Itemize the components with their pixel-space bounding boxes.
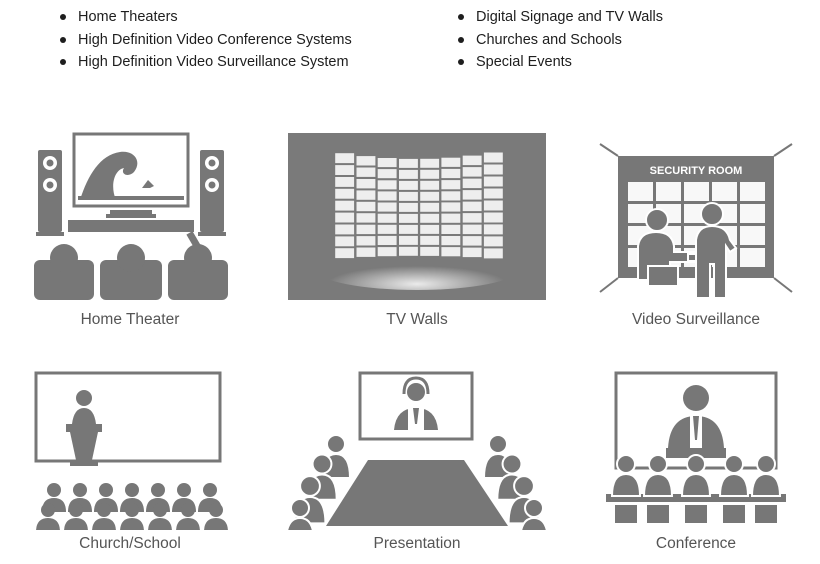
- tile-conference: Conference: [596, 368, 796, 563]
- caption-church-school: Church/School: [79, 535, 181, 552]
- conference-icon: [606, 371, 786, 525]
- surveillance-icon: SECURITY ROOM: [599, 143, 793, 299]
- tile-presentation: Presentation: [286, 368, 548, 563]
- tv-wall-icon: [288, 133, 546, 300]
- home-theater-icon: [34, 132, 228, 300]
- caption-video-surveillance: Video Surveillance: [631, 311, 761, 328]
- tile-home-theater: Home Theater: [30, 130, 230, 335]
- bullet-item: High Definition Video Conference Systems: [58, 29, 352, 52]
- presentation-icon: [286, 371, 548, 530]
- tile-tv-walls: TV Walls: [286, 130, 548, 335]
- caption-conference: Conference: [655, 535, 737, 552]
- caption-tv-walls: TV Walls: [386, 311, 448, 328]
- bullet-list-right: Digital Signage and TV Walls Churches an…: [456, 6, 663, 74]
- bullet-item: Churches and Schools: [456, 29, 663, 52]
- bullet-item: High Definition Video Surveillance Syste…: [58, 51, 352, 74]
- bullet-item: Special Events: [456, 51, 663, 74]
- tile-church-school: Church/School: [30, 368, 230, 563]
- tile-video-surveillance: SECURITY ROOM Video Surveillance: [596, 130, 796, 335]
- church-school-icon: [34, 371, 228, 530]
- bullet-item: Home Theaters: [58, 6, 352, 29]
- caption-home-theater: Home Theater: [80, 311, 180, 328]
- bullet-list-left: Home Theaters High Definition Video Conf…: [58, 6, 352, 74]
- security-room-label: SECURITY ROOM: [650, 165, 743, 177]
- bullet-item: Digital Signage and TV Walls: [456, 6, 663, 29]
- caption-presentation: Presentation: [373, 535, 461, 552]
